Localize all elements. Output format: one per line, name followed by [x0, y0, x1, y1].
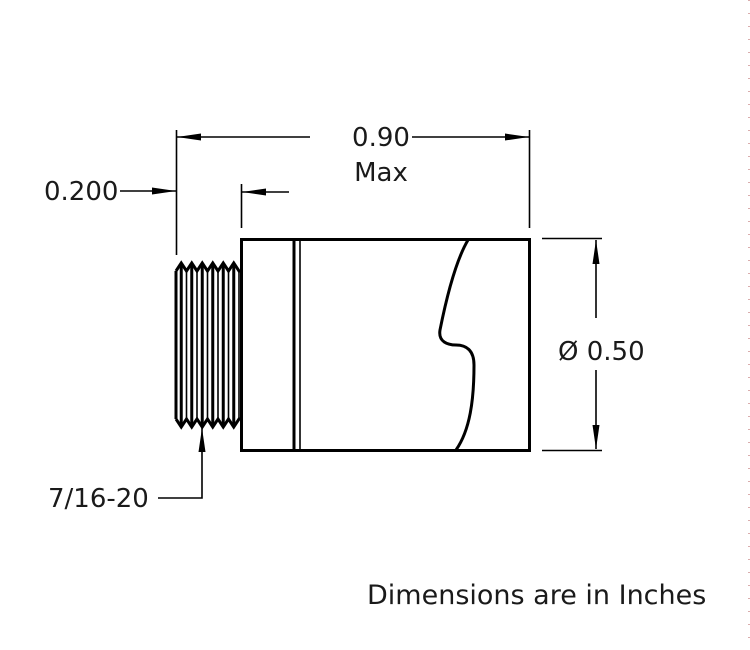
part-body — [240, 238, 531, 452]
overall-length-value: 0.90 — [352, 123, 410, 153]
thread — [174, 260, 241, 430]
thread-length-value: 0.200 — [44, 177, 118, 207]
units-note: Dimensions are in Inches — [367, 580, 706, 611]
thread-bottom-profile — [174, 416, 241, 430]
overall-length-qualifier: Max — [354, 158, 408, 188]
thread-top-profile — [174, 260, 241, 274]
thread-spec-leader: 7/16-20 — [48, 428, 206, 514]
diameter-value: Ø 0.50 — [558, 337, 645, 367]
thread-spec-value: 7/16-20 — [48, 484, 149, 514]
break-line — [438, 239, 476, 451]
leader-line — [158, 428, 206, 499]
diameter-dimension: Ø 0.50 — [542, 237, 645, 452]
overall-length-dimension: 0.90 Max — [175, 123, 531, 255]
thread-length-dimension: 0.200 — [44, 177, 289, 228]
body-outline — [240, 238, 531, 452]
edge-dotted-border — [748, 0, 750, 650]
